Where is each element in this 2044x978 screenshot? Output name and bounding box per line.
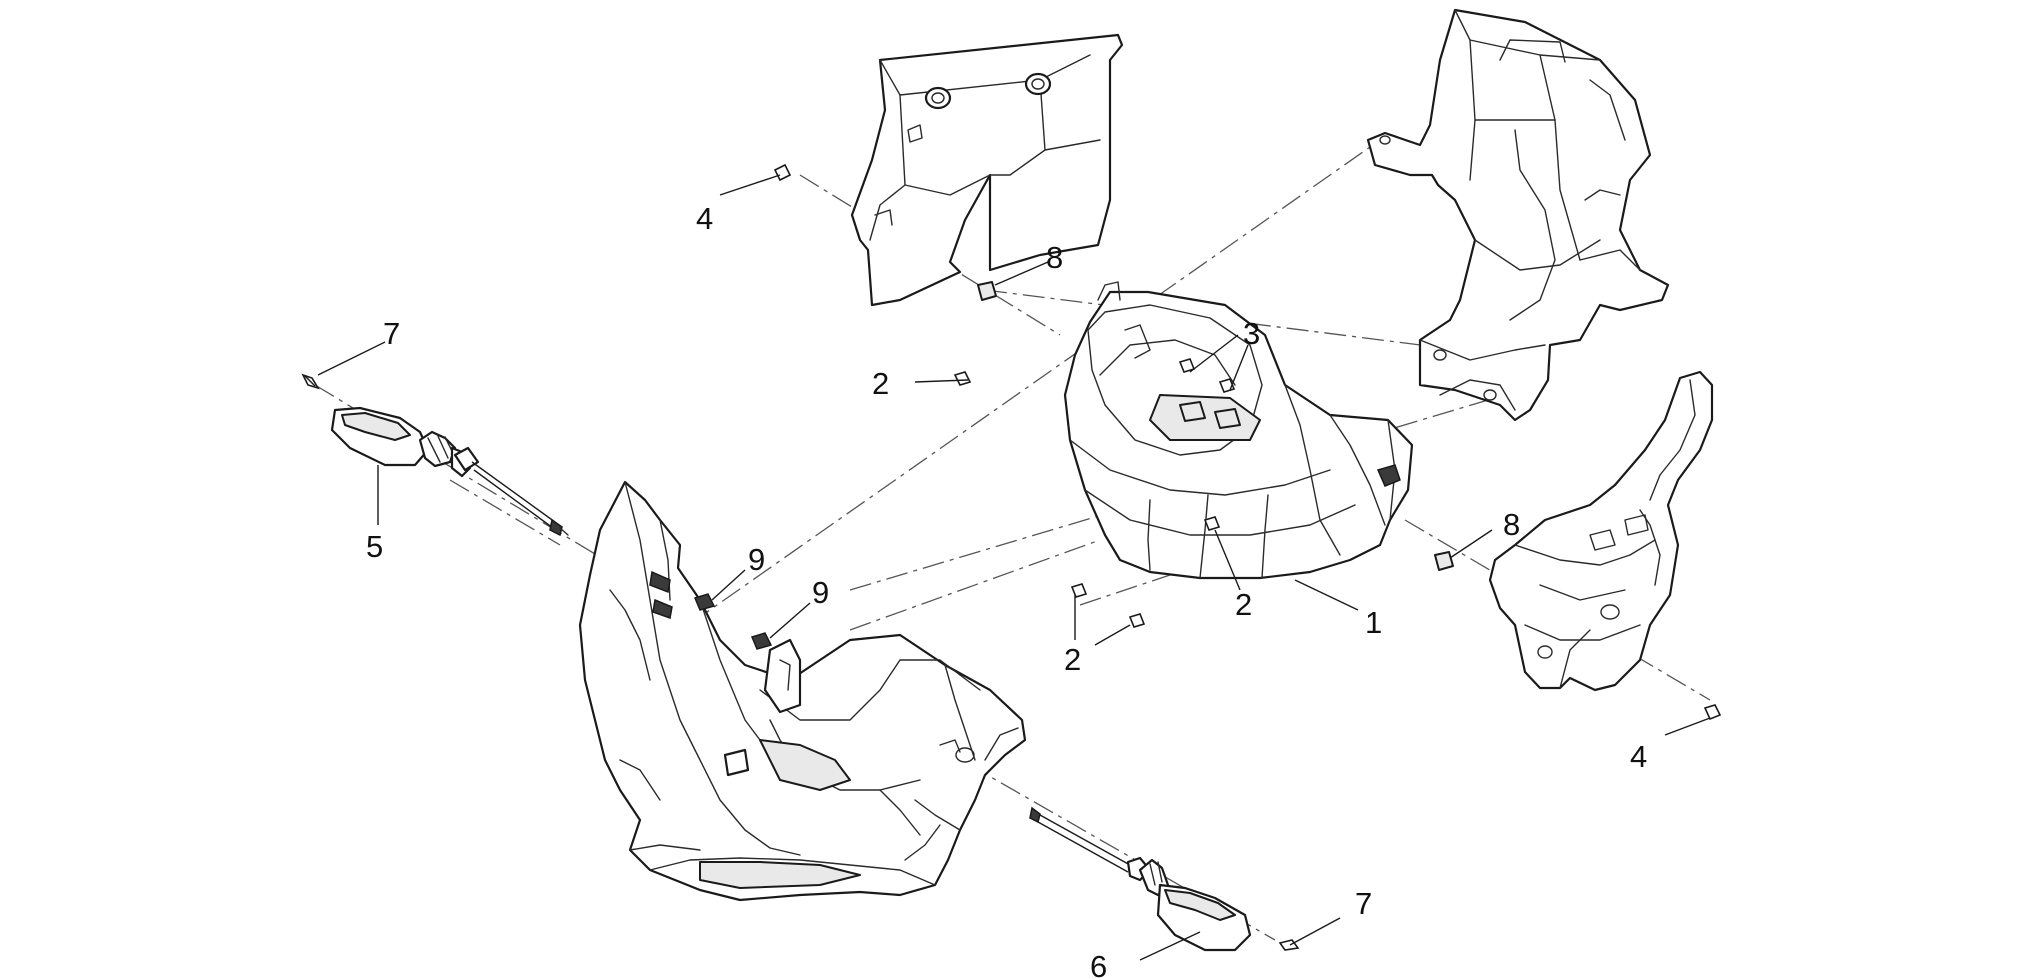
callout-5: 5 [366, 529, 383, 564]
callout-1: 1 [1365, 605, 1382, 640]
callout-8-upper: 8 [1046, 240, 1063, 275]
front-fairing [578, 480, 1027, 902]
callout-2-headlight: 2 [1235, 587, 1252, 622]
headlight-assembly [1063, 281, 1414, 580]
callout-7-upper: 7 [383, 316, 400, 351]
callout-4-lower: 4 [1630, 739, 1647, 774]
headlight-support-frame [1366, 8, 1670, 422]
callout-4-upper: 4 [696, 201, 713, 236]
callout-2-lower: 2 [1064, 642, 1081, 677]
upper-left-inner-panel [850, 33, 1124, 307]
right-turn-signal [1029, 806, 1252, 952]
left-turn-signal [330, 406, 569, 537]
callout-labels: 1 2 2 2 3 4 4 5 6 7 7 8 8 9 9 [366, 201, 1647, 978]
callout-6: 6 [1090, 949, 1107, 978]
right-lower-side-panel [1488, 370, 1714, 692]
callout-8-right: 8 [1503, 507, 1520, 542]
callout-7-lower: 7 [1355, 886, 1372, 921]
callout-3: 3 [1243, 316, 1260, 351]
callout-9-left: 9 [748, 542, 765, 577]
hardware [301, 163, 1722, 951]
callout-9-right: 9 [812, 575, 829, 610]
callout-leaders [317, 174, 1711, 961]
callout-2-left: 2 [872, 366, 889, 401]
